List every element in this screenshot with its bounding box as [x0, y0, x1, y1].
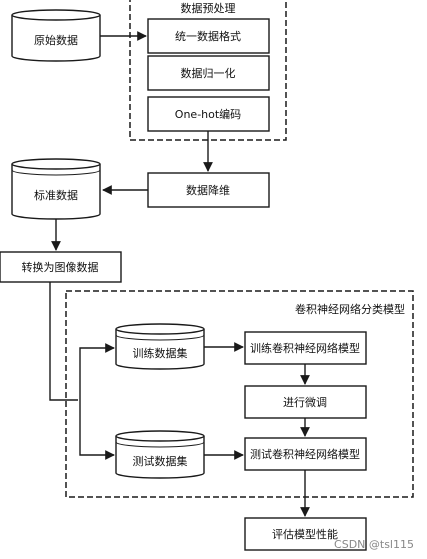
normalize-label: 数据归一化 [181, 66, 236, 80]
raw-data-node: 原始数据 [11, 9, 101, 62]
evaluate-label: 评估模型性能 [272, 527, 338, 541]
onehot-label: One-hot编码 [175, 107, 241, 121]
finetune-label: 进行微调 [283, 395, 327, 409]
onehot-node: One-hot编码 [147, 96, 270, 132]
test-cnn-label: 测试卷积神经网络模型 [250, 447, 360, 461]
csdn-watermark: CSDN @tsl115 [334, 538, 414, 551]
arrow-split-to-test-set [79, 400, 115, 460]
normalize-node: 数据归一化 [147, 55, 270, 91]
unify-format-label: 统一数据格式 [175, 29, 241, 43]
train-set-label: 训练数据集 [133, 346, 188, 360]
reduce-dim-node: 数据降维 [147, 172, 270, 208]
test-set-node: 测试数据集 [115, 430, 205, 479]
line-image-to-split [49, 282, 78, 401]
cnn-group-title: 卷积神经网络分类模型 [295, 302, 405, 316]
train-cnn-label: 训练卷积神经网络模型 [250, 341, 360, 355]
evaluate-node: 评估模型性能 [244, 517, 367, 551]
standard-data-node: 标准数据 [11, 158, 101, 220]
cnn-group [65, 290, 414, 498]
test-set-label: 测试数据集 [133, 454, 188, 468]
standard-data-label: 标准数据 [34, 188, 78, 202]
to-image-node: 转换为图像数据 [0, 251, 122, 283]
train-set-node: 训练数据集 [115, 323, 205, 370]
reduce-dim-label: 数据降维 [186, 183, 230, 197]
arrow-split-to-train-set [79, 343, 115, 400]
train-cnn-node: 训练卷积神经网络模型 [244, 331, 367, 365]
preprocess-group-title: 数据预处理 [181, 1, 236, 15]
finetune-node: 进行微调 [244, 385, 367, 419]
unify-format-node: 统一数据格式 [147, 18, 270, 54]
test-cnn-node: 测试卷积神经网络模型 [244, 437, 367, 471]
to-image-label: 转换为图像数据 [22, 260, 99, 274]
raw-data-label: 原始数据 [34, 33, 78, 47]
